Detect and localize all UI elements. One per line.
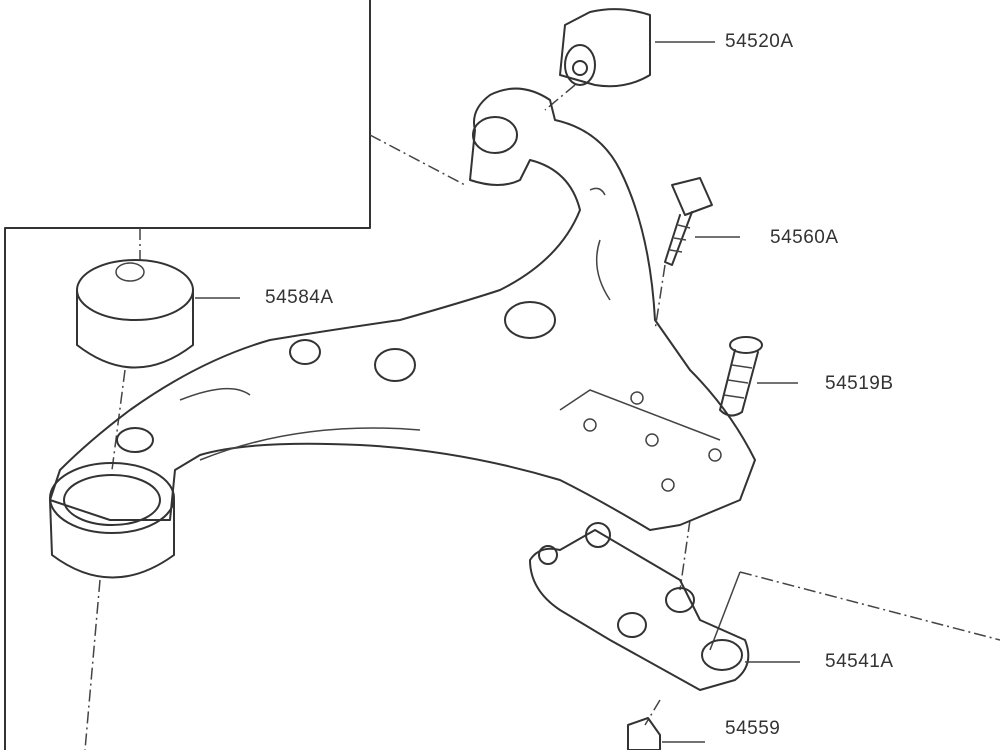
part-label-54560A: 54560A [770,227,839,248]
bolt-54560A [664,177,740,266]
center-line [644,699,661,726]
part-label-54519B: 54519B [825,373,894,394]
center-line [709,571,741,651]
nut-54559 [627,717,705,750]
rear-bushing [49,462,175,579]
bushing-54520A [559,8,715,88]
center-line [739,571,1000,641]
center-line [679,519,691,591]
part-label-54584A: 54584A [265,287,334,308]
control-arm [49,87,756,531]
center-line [654,264,666,331]
frame-border [4,0,371,750]
ball-joint-54541A [529,522,800,691]
part-label-54520A: 54520A [725,31,794,52]
center-line [369,134,466,186]
center-line [544,84,576,111]
center-line [84,579,101,750]
stud-54519B [719,336,798,417]
part-label-54541A: 54541A [825,651,894,672]
bushing-54584A [76,259,240,369]
part-label-54559: 54559 [725,718,781,739]
